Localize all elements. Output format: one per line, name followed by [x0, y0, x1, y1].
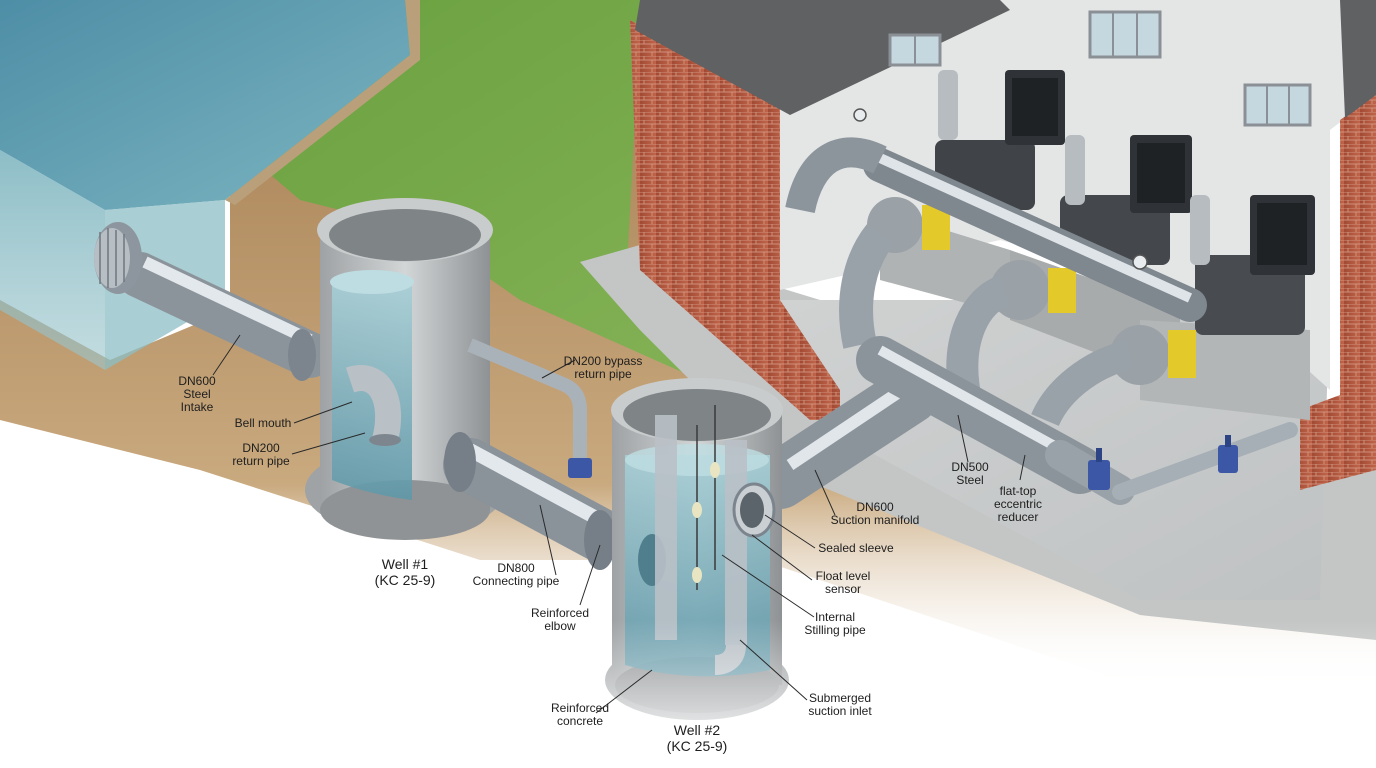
window-back-2 [1243, 83, 1312, 127]
window-back-1 [1088, 10, 1162, 59]
bell-mouth-intake [94, 222, 142, 294]
label-well-2: Well #2(KC 25-9) [666, 722, 728, 754]
window-left [888, 33, 942, 67]
gate-valve-2 [1218, 435, 1238, 473]
diesel-engine-2 [1060, 135, 1192, 265]
suction-branch-1 [839, 224, 894, 349]
roof-edge-right [1340, 0, 1376, 118]
discharge-left-bend [785, 137, 887, 214]
brick-wall-right [1300, 95, 1376, 490]
roof-edge [635, 0, 1010, 115]
reservoir-side [0, 150, 105, 370]
reservoir-water [0, 0, 410, 210]
float-sensor [692, 405, 720, 590]
label-sealed-sleeve: Sealed sleeve [818, 541, 894, 555]
grass-surface [230, 0, 840, 395]
suction-branch-3 [1031, 340, 1134, 427]
intake-pipe-dn600 [117, 252, 333, 381]
sealed-sleeve [732, 482, 776, 538]
brick-wall-left [630, 20, 840, 420]
outlet-pipe [1112, 422, 1298, 500]
label-well-1: Well #1(KC 25-9) [374, 556, 436, 588]
connecting-pipe-dn800 [443, 432, 627, 570]
gate-valve-1 [1088, 448, 1110, 490]
suction-branch-2 [946, 274, 1012, 398]
bypass-return-pipe [467, 338, 587, 470]
pressure-gauge [853, 108, 1148, 270]
leader-lines [212, 334, 1026, 714]
diesel-engine-3 [1190, 195, 1315, 335]
suction-manifold-pipe [751, 366, 939, 509]
label-bell-mouth: Bell mouth [234, 416, 292, 430]
bypass-valve [568, 458, 592, 478]
discharge-header-pipe [863, 148, 1207, 322]
